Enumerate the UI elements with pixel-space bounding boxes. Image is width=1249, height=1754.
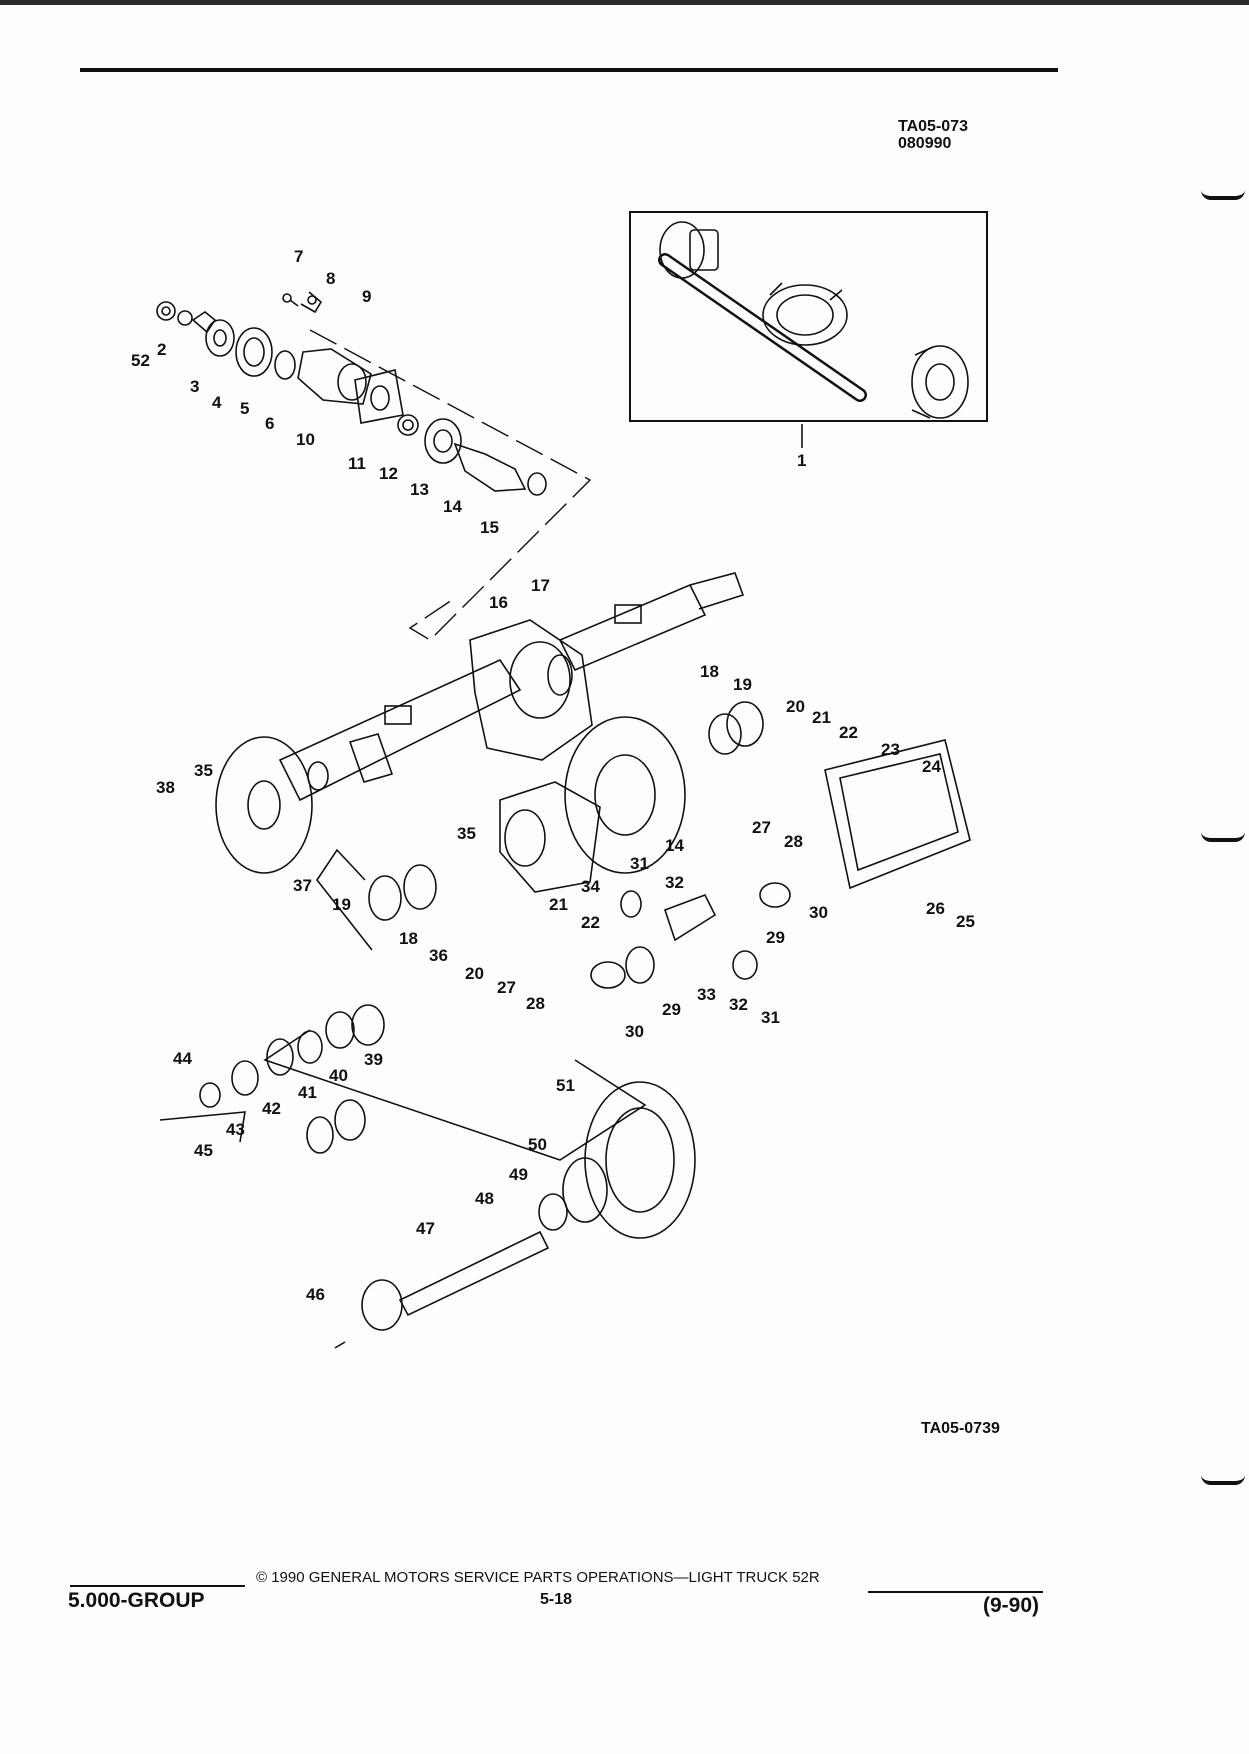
callout-28-left: 28 [526, 994, 545, 1013]
callout-51: 51 [556, 1076, 575, 1095]
callout-18-left: 18 [399, 929, 418, 948]
callout-13: 13 [410, 480, 429, 499]
callout-4: 4 [212, 393, 222, 412]
callout-1: 1 [797, 451, 806, 470]
reference-code: TA05-073 080990 [898, 118, 968, 152]
callout-31-lower: 31 [761, 1008, 780, 1027]
callout-46: 46 [306, 1285, 325, 1304]
page-top-edge [0, 0, 1249, 5]
binder-hole-mark-top [1201, 190, 1249, 200]
callout-33: 33 [697, 985, 716, 1004]
callout-28-right: 28 [784, 832, 803, 851]
callout-5: 5 [240, 399, 249, 418]
inset-axle-assembly: 1 [629, 211, 988, 470]
callout-7: 7 [294, 247, 303, 266]
callout-16: 16 [489, 593, 508, 612]
callout-38: 38 [156, 778, 175, 797]
callout-45: 45 [194, 1141, 213, 1160]
footer-rule-right [868, 1591, 1043, 1593]
callout-18-right: 18 [700, 662, 719, 681]
callout-44: 44 [173, 1049, 192, 1068]
callout-42: 42 [262, 1099, 281, 1118]
callout-50: 50 [528, 1135, 547, 1154]
callout-40: 40 [329, 1066, 348, 1085]
callout-23: 23 [881, 740, 900, 759]
callout-32-upper: 32 [665, 873, 684, 892]
callout-52: 52 [131, 351, 150, 370]
callout-2: 2 [157, 340, 166, 359]
callout-27-left: 27 [497, 978, 516, 997]
callout-8: 8 [326, 269, 335, 288]
callout-29-upper: 29 [766, 928, 785, 947]
binder-hole-mark-bottom [1201, 1475, 1249, 1485]
group-label: 5.000-GROUP [68, 1589, 205, 1612]
callout-19-left: 19 [332, 895, 351, 914]
callout-25: 25 [956, 912, 975, 931]
callout-48: 48 [475, 1189, 494, 1208]
callout-12: 12 [379, 464, 398, 483]
revision-date: (9-90) [983, 1594, 1040, 1617]
copyright-notice: © 1990 GENERAL MOTORS SERVICE PARTS OPER… [256, 1569, 820, 1586]
callout-43: 43 [226, 1120, 245, 1139]
callout-20-right: 20 [786, 697, 805, 716]
callout-21-right: 21 [812, 708, 831, 727]
callout-29-lower: 29 [662, 1000, 681, 1019]
callout-34: 34 [581, 877, 600, 896]
callout-26: 26 [926, 899, 945, 918]
callout-21-left: 21 [549, 895, 568, 914]
callout-numbers: 2 3 4 5 6 7 8 9 10 11 12 13 14 14 15 16 … [131, 247, 975, 1304]
reference-code-line-2: 080990 [898, 135, 952, 152]
page-number: 5-18 [540, 1591, 573, 1608]
pinion-parts [156, 291, 547, 496]
axle-housing [278, 572, 745, 802]
callout-22-right: 22 [839, 723, 858, 742]
callout-31-upper: 31 [630, 854, 649, 873]
hub-and-drum [159, 1004, 696, 1349]
reference-code-line-1: TA05-073 [898, 118, 968, 135]
callout-35-center: 35 [457, 824, 476, 843]
callout-15: 15 [480, 518, 499, 537]
callout-9: 9 [362, 287, 371, 306]
callout-47: 47 [416, 1219, 435, 1238]
callout-30-right: 30 [809, 903, 828, 922]
callout-32-lower: 32 [729, 995, 748, 1014]
callout-3: 3 [190, 377, 199, 396]
callout-30-left: 30 [625, 1022, 644, 1041]
callout-41: 41 [298, 1083, 317, 1102]
header-rule [80, 68, 1058, 72]
callout-37: 37 [293, 876, 312, 895]
brake-and-differential [215, 701, 971, 1161]
callout-39: 39 [364, 1050, 383, 1069]
callout-14-ring-gear: 14 [665, 836, 684, 855]
callout-6: 6 [265, 414, 274, 433]
figure-id: TA05-0739 [921, 1420, 1000, 1437]
callout-49: 49 [509, 1165, 528, 1184]
callout-19-right: 19 [733, 675, 752, 694]
callout-17: 17 [531, 576, 550, 595]
callout-20-left: 20 [465, 964, 484, 983]
callout-22-left: 22 [581, 913, 600, 932]
callout-27-right: 27 [752, 818, 771, 837]
callout-24: 24 [922, 757, 941, 776]
callout-14-pinion: 14 [443, 497, 462, 516]
callout-35-left: 35 [194, 761, 213, 780]
callout-11: 11 [348, 454, 366, 473]
callout-36: 36 [429, 946, 448, 965]
callout-10: 10 [296, 430, 315, 449]
footer-rule-left [70, 1585, 245, 1587]
binder-hole-mark-middle [1201, 832, 1249, 842]
